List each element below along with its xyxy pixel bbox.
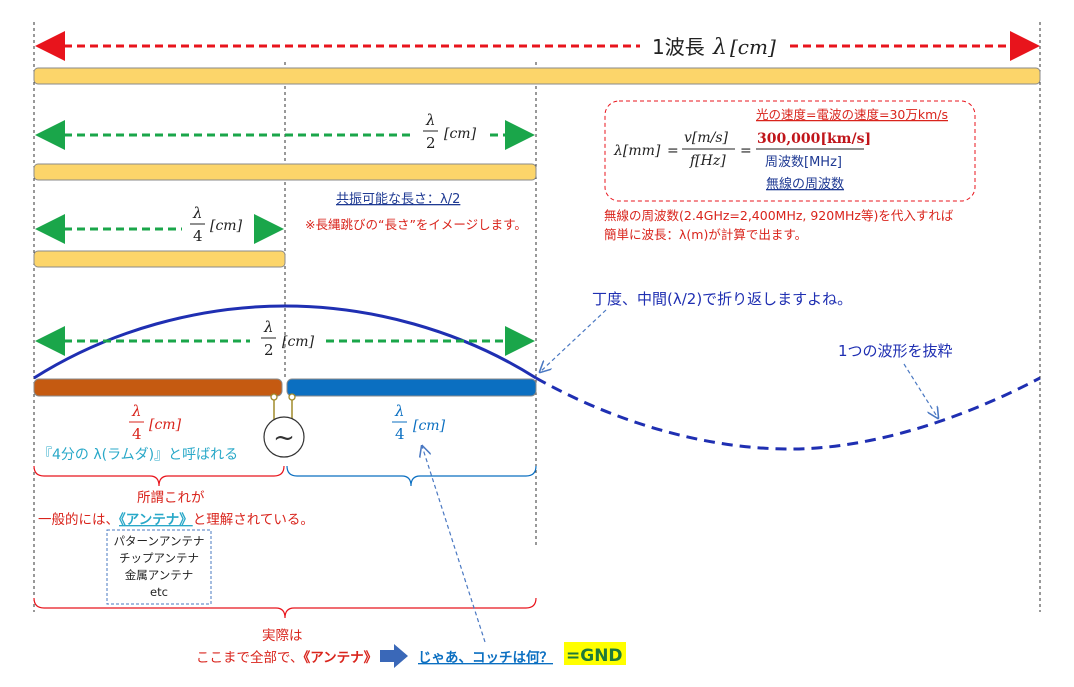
question-text: じゃあ、コッチは何？ xyxy=(418,649,553,666)
antenna-element-brown xyxy=(33,378,283,397)
formula-sub: 無線の周波数 xyxy=(766,176,844,192)
formula-den1: f[Hz] xyxy=(689,153,726,169)
wave-dashed xyxy=(535,376,1041,451)
fraction-denominator: 4 xyxy=(395,425,405,443)
fraction-numerator: λ xyxy=(131,402,142,420)
antenna-type-metal: 金属アンテナ xyxy=(125,568,194,582)
block-arrow-icon xyxy=(380,644,408,668)
brown-quarter-fraction: λ 4 [cm] xyxy=(129,402,182,443)
brace-total xyxy=(33,597,537,619)
formula-note-line2: 簡単に波長：λ(m)が計算で出ます。 xyxy=(604,227,807,242)
actually-text: 実際は xyxy=(262,628,303,644)
fraction-unit: [cm] xyxy=(282,334,315,350)
ac-source-symbol xyxy=(263,416,305,458)
callout-extract: 1つの波形を抜粋 xyxy=(838,342,953,360)
fraction-unit: [cm] xyxy=(444,126,477,142)
wavelength-label-prefix: 1波長 xyxy=(652,35,705,59)
antenna-type-chip: チップアンテナ xyxy=(119,551,199,565)
fraction-unit: [cm] xyxy=(413,418,446,434)
formula-num1: v[m/s] xyxy=(684,130,729,146)
resonance-title: 共振可能な長さ：λ/2 xyxy=(336,192,460,207)
formula-title: 光の速度=電波の速度=30万km/s xyxy=(756,107,948,122)
half-fraction-lower: λ 2 [cm] xyxy=(261,318,315,359)
guide-lines xyxy=(33,22,1041,612)
formula-eq2: = xyxy=(740,143,752,159)
fraction-numerator: λ xyxy=(394,402,405,420)
antenna-type-pattern: パターンアンテナ xyxy=(114,534,205,548)
generally-suffix: と理解されている。 xyxy=(193,512,314,528)
fraction-denominator: 2 xyxy=(426,134,436,152)
fraction-unit: [cm] xyxy=(149,417,182,433)
bar-half-wavelength xyxy=(33,163,537,181)
wavelength-label-unit: [cm] xyxy=(730,35,776,59)
formula-eq1: = xyxy=(667,143,679,159)
brace-blue xyxy=(286,465,537,487)
formula-den2: 周波数[MHz] xyxy=(765,155,842,170)
total-prefix: ここまで全部で、 xyxy=(196,649,303,666)
bar-quarter-wavelength xyxy=(33,250,286,268)
so-called-text: 所謂これが xyxy=(137,490,205,506)
question-pointer xyxy=(422,446,486,643)
feed-lines xyxy=(273,396,293,420)
brace-brown xyxy=(33,465,285,487)
total-line: ここまで全部で、《アンテナ》 xyxy=(196,649,377,666)
gnd-highlight xyxy=(564,642,626,665)
fraction-denominator: 4 xyxy=(193,227,203,245)
callout-midpoint-arrow xyxy=(540,309,607,372)
ac-source-tilde: ~ xyxy=(273,423,295,453)
resonance-note: ※長縄跳びの“長さ”をイメージします。 xyxy=(305,217,527,232)
callout-midpoint: 丁度、中間(λ/2)で折り返しますよね。 xyxy=(592,290,852,308)
callout-extract-arrow xyxy=(903,363,938,418)
antenna-element-blue xyxy=(286,378,537,397)
blue-quarter-fraction: λ 4 [cm] xyxy=(392,402,446,443)
formula-lhs: λ[mm] xyxy=(613,143,661,159)
formula-box xyxy=(604,100,976,202)
feed-point-right xyxy=(288,393,296,401)
formula-note-line1: 無線の周波数(2.4GHz=2,400MHz, 920MHz等)を代入すれば xyxy=(604,208,954,223)
generally-prefix: 一般的には、 xyxy=(38,512,119,528)
fraction-denominator: 4 xyxy=(132,425,142,443)
generally-antenna-word: 《アンテナ》 xyxy=(118,512,192,528)
bar-full-wavelength xyxy=(33,67,1041,85)
quarter-lambda-name: 『4分の λ(ラムダ)』と呼ばれる xyxy=(38,447,238,463)
half-fraction-upper: λ 2 [cm] xyxy=(423,111,477,152)
antenna-type-etc: etc xyxy=(150,585,168,599)
antenna-types-box xyxy=(106,529,212,605)
gnd-text: =GND xyxy=(566,646,623,666)
fraction-numerator: λ xyxy=(192,204,203,222)
quarter-fraction-upper: λ 4 [cm] xyxy=(190,204,243,245)
fraction-numerator: λ xyxy=(425,111,436,129)
wavelength-label-lambda: λ xyxy=(712,35,727,60)
fraction-denominator: 2 xyxy=(264,341,274,359)
formula-num2: 300,000[km/s] xyxy=(757,131,871,147)
feed-point-left xyxy=(270,393,278,401)
total-antenna-word: 《アンテナ》 xyxy=(303,650,377,666)
fraction-numerator: λ xyxy=(263,318,274,336)
fraction-unit: [cm] xyxy=(210,218,243,234)
generally-text: 一般的には、《アンテナ》と理解されている。 xyxy=(38,512,314,528)
